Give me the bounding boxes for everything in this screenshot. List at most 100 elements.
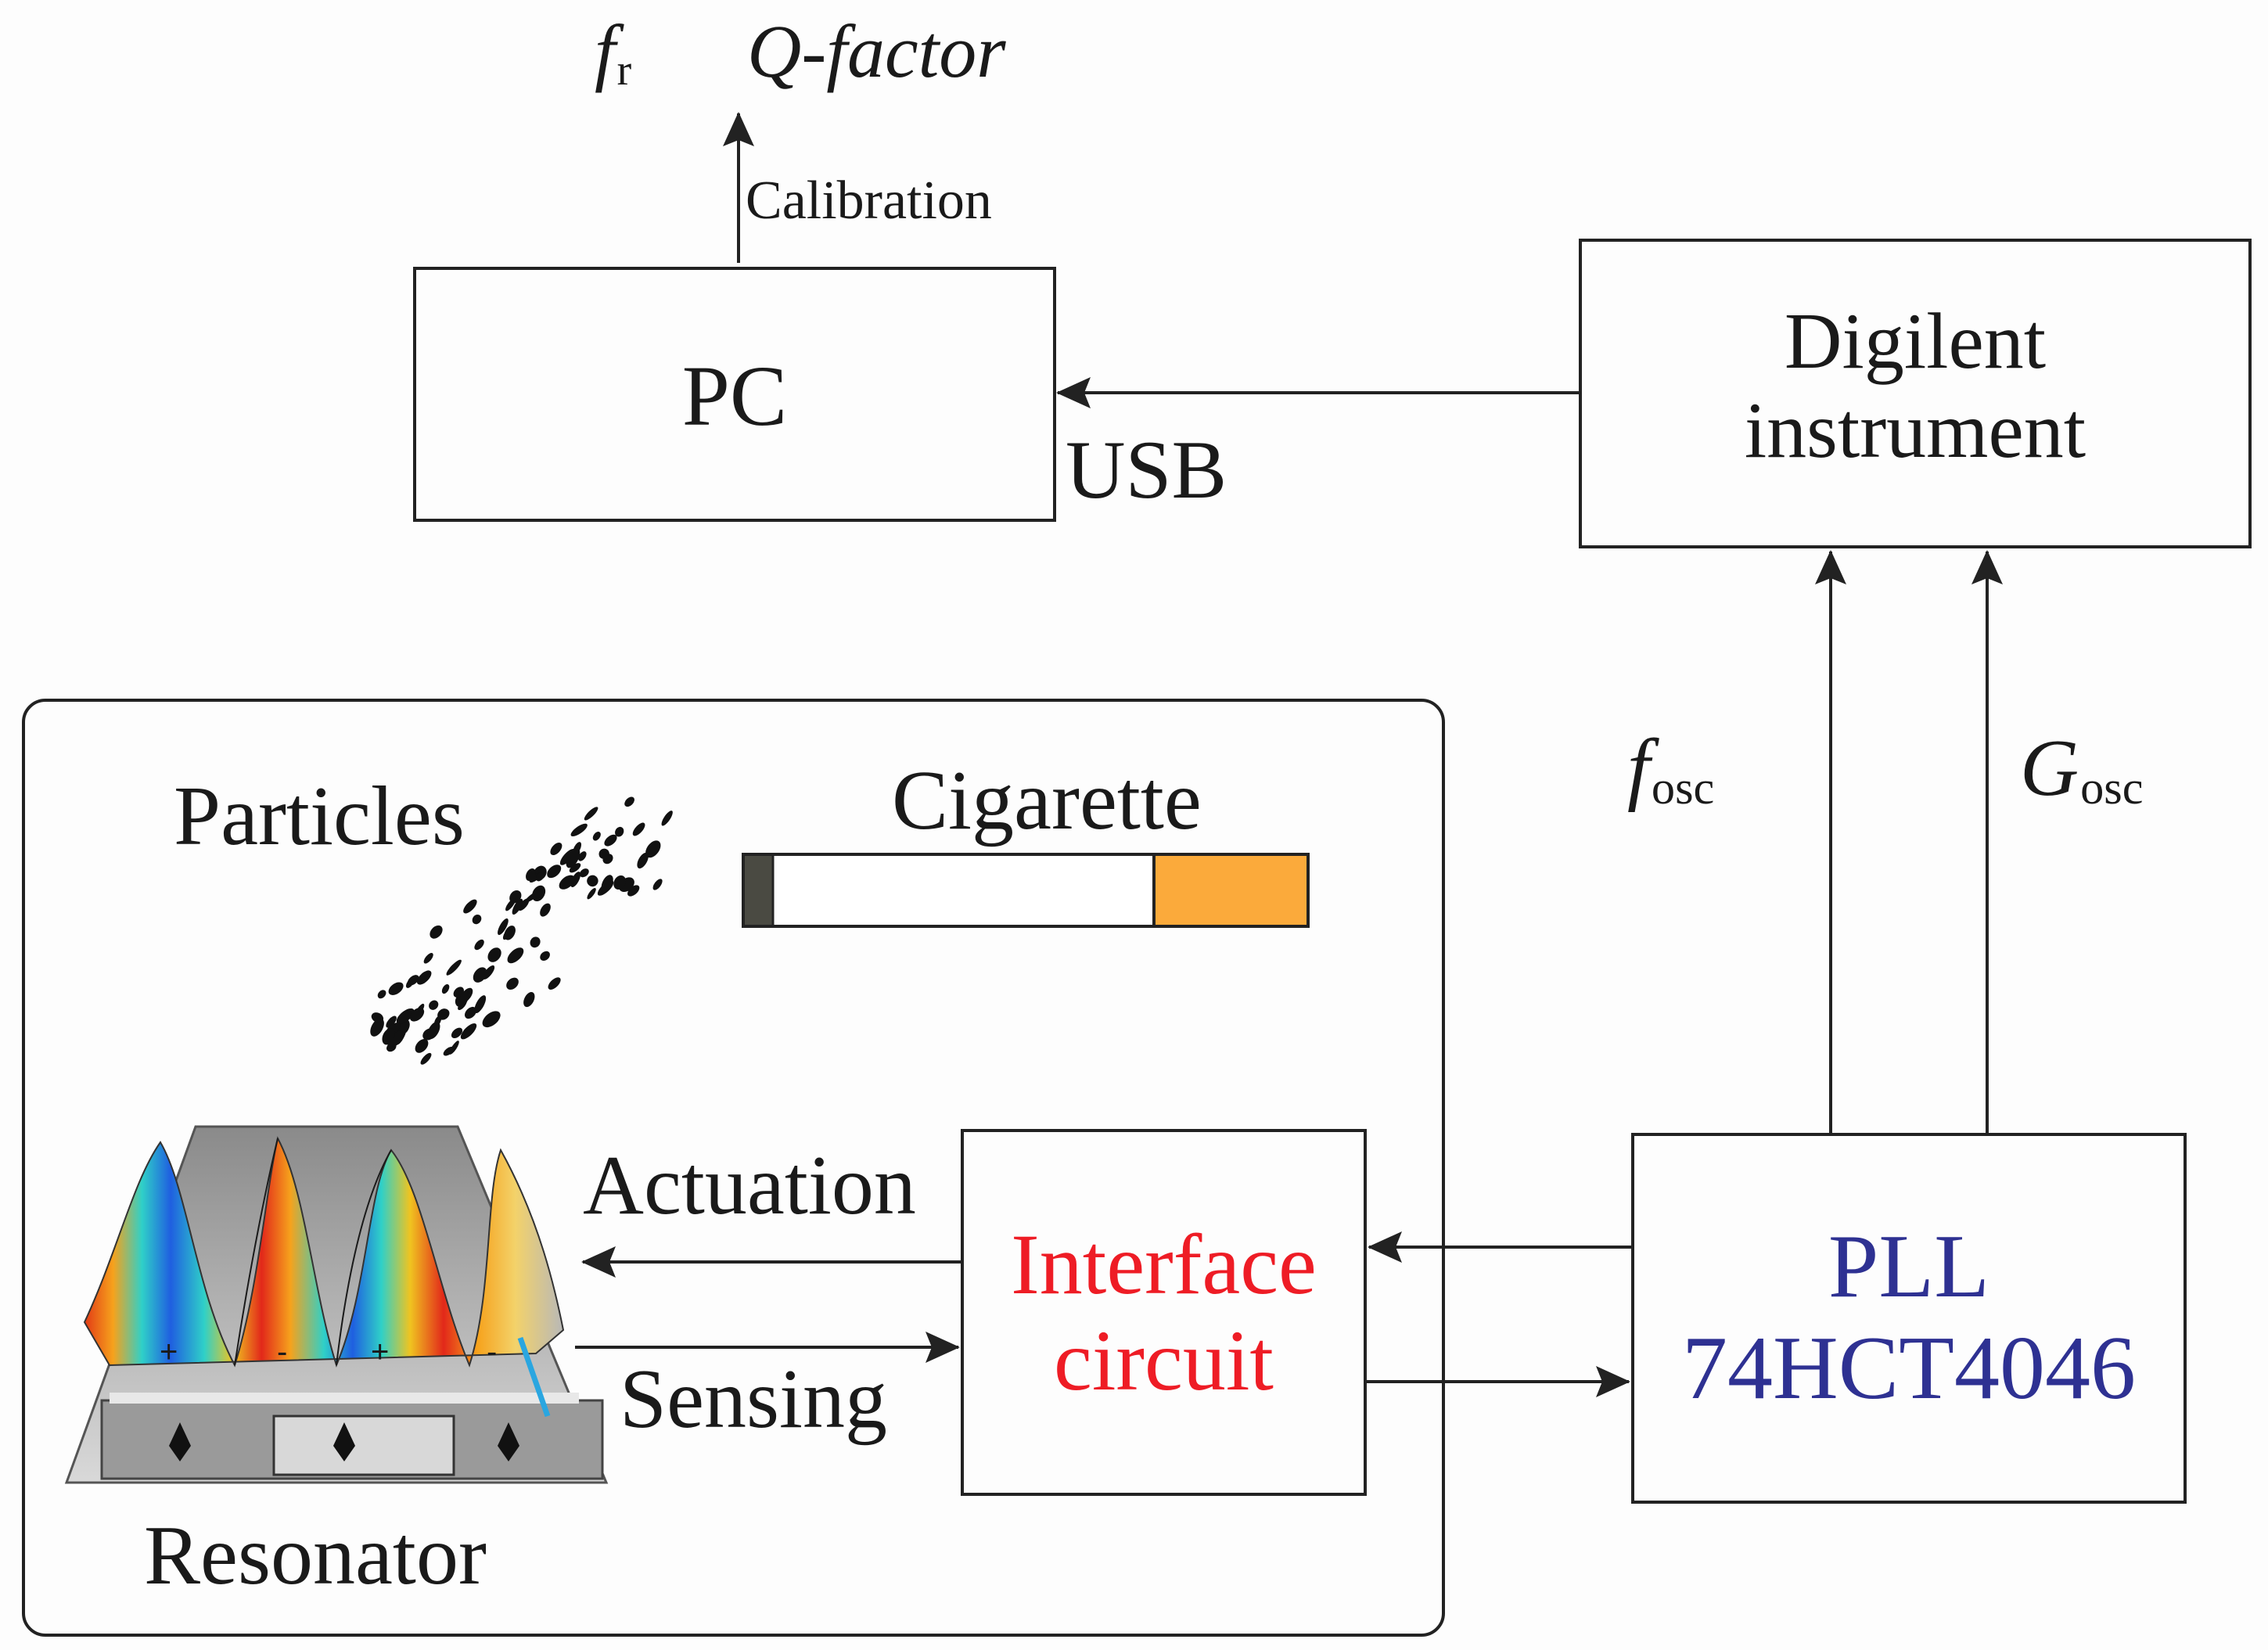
particle-dot	[388, 982, 404, 995]
particle-dot	[463, 899, 477, 914]
particle-dot	[632, 822, 645, 836]
particle-dot	[482, 1011, 501, 1028]
pll-box	[1631, 1133, 2187, 1504]
particle-dot	[446, 959, 462, 976]
pll-line1: PLL	[1828, 1217, 1990, 1317]
particle-dot	[613, 875, 626, 890]
output-fr-label: fr	[595, 14, 631, 93]
particle-dot	[377, 990, 386, 999]
gosc-symbol: G	[2020, 723, 2079, 813]
particle-dot	[498, 918, 509, 936]
particle-dot	[458, 999, 467, 1011]
particle-dot	[598, 848, 609, 860]
particle-dot	[416, 970, 432, 985]
resonator-label: Resonator	[144, 1509, 487, 1602]
particle-dot	[530, 936, 541, 948]
particle-dot	[382, 1028, 395, 1045]
particle-dot	[415, 1039, 429, 1053]
interface-line1: Interface	[1011, 1217, 1317, 1312]
particle-dot	[578, 851, 587, 861]
pll-line2: 74HCT4046	[1682, 1317, 2136, 1418]
particle-dot	[569, 863, 581, 873]
particle-dot	[506, 977, 519, 990]
particle-dot	[548, 977, 561, 990]
particle-dot	[460, 1023, 477, 1040]
particle-dot	[540, 951, 550, 961]
pc-box	[413, 267, 1056, 522]
digilent-line2: instrument	[1744, 386, 2086, 476]
particle-dot	[587, 888, 596, 900]
particle-dot	[430, 925, 443, 939]
particle-dot	[429, 1000, 439, 1010]
fosc-symbol: f	[1627, 723, 1650, 813]
particle-dot	[604, 834, 617, 847]
particle-dot	[505, 898, 516, 911]
pll-label: PLL 74HCT4046	[1633, 1217, 2185, 1420]
electrode-sign-1: +	[160, 1335, 178, 1369]
gosc-subscript: osc	[2080, 761, 2144, 814]
fosc-subscript: osc	[1651, 761, 1715, 814]
particle-dot	[443, 1046, 455, 1056]
particle-dot	[487, 947, 501, 962]
particle-dot	[396, 1008, 415, 1024]
particle-dot	[483, 965, 495, 980]
fr-subscript: r	[616, 46, 632, 95]
output-qfactor-label: Q-factor	[747, 9, 1006, 93]
particle-dot	[474, 939, 484, 951]
particle-dot	[570, 823, 588, 837]
interface-line2: circuit	[1054, 1313, 1274, 1409]
particle-dot	[566, 848, 580, 868]
particle-dot	[547, 865, 562, 879]
particle-dot	[559, 875, 575, 890]
calibration-label: Calibration	[746, 171, 992, 231]
particle-dot	[645, 840, 661, 858]
resonator-graphic	[64, 1125, 609, 1484]
sensing-label: Sensing	[620, 1353, 888, 1446]
pc-label: PC	[681, 348, 788, 444]
actuation-label: Actuation	[583, 1139, 916, 1232]
particles-label: Particles	[174, 770, 465, 863]
particle-dot	[409, 1008, 425, 1022]
particle-dot	[624, 796, 634, 807]
particle-dot	[587, 875, 598, 887]
particle-dot	[579, 868, 589, 878]
particle-dot	[627, 885, 640, 897]
digilent-label: Digilent instrument	[1580, 297, 2250, 476]
interface-box	[961, 1129, 1367, 1496]
electrode-sign-4: -	[487, 1335, 498, 1369]
particle-dot	[592, 832, 601, 841]
electrode-sign-3: +	[371, 1335, 390, 1369]
particle-dot	[453, 987, 465, 998]
gosc-label: Gosc	[2020, 728, 2144, 812]
particle-dot	[386, 1016, 397, 1028]
fosc-label: fosc	[1627, 728, 1714, 812]
particle-dot	[459, 987, 473, 1003]
particle-dot	[451, 1027, 463, 1039]
particle-dot	[652, 879, 663, 890]
particle-dot	[502, 927, 512, 940]
particle-dot	[540, 903, 551, 917]
particle-dot	[407, 975, 419, 986]
particle-dot	[472, 914, 482, 925]
electrode-sign-2: -	[277, 1335, 288, 1369]
particle-dot	[532, 885, 546, 902]
particle-dot	[523, 992, 535, 1008]
particle-dot	[423, 953, 433, 964]
particle-dot	[584, 807, 598, 821]
particle-dot	[637, 852, 649, 869]
particle-dot	[465, 1006, 476, 1019]
particle-dot	[550, 842, 563, 856]
particle-dot	[370, 1018, 384, 1037]
particle-dot	[615, 826, 624, 837]
cigarette-label: Cigarette	[892, 754, 1202, 847]
particle-dot	[536, 872, 545, 882]
particle-dot	[661, 811, 673, 826]
fr-symbol: f	[595, 9, 616, 93]
particle-dot	[427, 1021, 440, 1040]
digilent-line1: Digilent	[1784, 297, 2047, 386]
usb-label: USB	[1066, 424, 1227, 516]
particle-dot	[474, 995, 487, 1014]
particle-dot	[420, 1052, 432, 1065]
